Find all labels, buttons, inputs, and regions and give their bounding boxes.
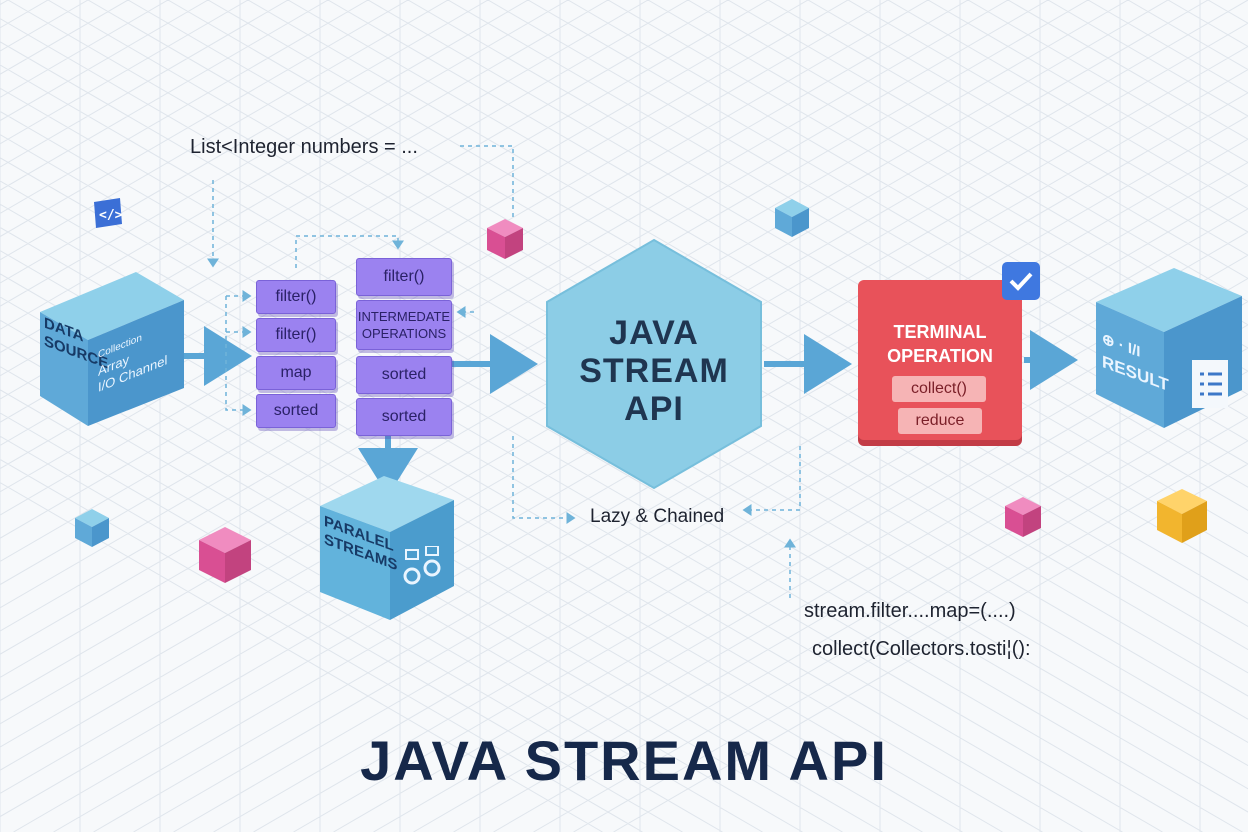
hexagon-line1: JAVA: [609, 314, 699, 352]
hexagon-label: JAVA STREAM API: [543, 314, 765, 428]
intermediate-operations-label: INTERMEDATE OPERATIONS: [356, 300, 452, 350]
code-snippet-top: List<Integer numbers = ...: [190, 136, 418, 158]
dashed-connector-op4: [225, 296, 252, 416]
svg-text:</>: </>: [99, 208, 123, 223]
code-icon: </>: [90, 196, 126, 232]
decorative-cube-yellow: [1156, 488, 1208, 544]
hexagon-line3: API: [624, 390, 684, 428]
code-snippet-line2: collect(Collectors.tosti¦():: [812, 638, 1031, 660]
checkmark-icon: [1000, 260, 1042, 302]
op-filter-right[interactable]: filter(): [356, 258, 452, 296]
footer-title: JAVA STREAM API: [360, 729, 888, 792]
op-sorted-right-1[interactable]: sorted: [356, 356, 452, 394]
decorative-cube-blue-left: [74, 508, 110, 548]
hexagon-line2: STREAM: [579, 352, 729, 390]
data-source-cube: DATA SOURCE Collection Array I/O Channel: [36, 270, 186, 430]
terminal-title: TERMINAL OPERATION: [858, 320, 1022, 368]
pill-reduce[interactable]: reduce: [898, 408, 982, 434]
decorative-cube-pink-top: [486, 218, 524, 260]
op-filter-1[interactable]: filter(): [256, 280, 336, 314]
decorative-cube-pink-right: [1004, 496, 1042, 538]
op-map[interactable]: map: [256, 356, 336, 390]
lazy-chained-label: Lazy & Chained: [590, 506, 725, 527]
op-sorted-left[interactable]: sorted: [256, 394, 336, 428]
gear-icon: [400, 545, 444, 590]
code-snippet-line1: stream.filter....map=(....): [804, 600, 1016, 622]
op-filter-2[interactable]: filter(): [256, 318, 336, 352]
decorative-cube-pink-left: [198, 526, 252, 584]
parallel-streams-cube: PARALEL STREAMS: [318, 474, 456, 622]
pill-collect[interactable]: collect(): [892, 376, 986, 402]
dashed-connector-code-to-cube: [460, 145, 514, 218]
dashed-connector-ops-top: [295, 235, 404, 268]
java-stream-api-hexagon: [543, 238, 765, 490]
result-cube: ⊕ · I/I RESULT: [1094, 266, 1244, 430]
decorative-cube-blue-top: [774, 198, 810, 238]
terminal-title-line1: TERMINAL: [893, 322, 987, 342]
document-icon: [1190, 356, 1232, 412]
terminal-title-line2: OPERATION: [887, 346, 993, 366]
op-sorted-right-2[interactable]: sorted: [356, 398, 452, 436]
dashed-connector-lazy-left: [512, 436, 576, 524]
dashed-connector-lazy-right: [742, 446, 801, 516]
